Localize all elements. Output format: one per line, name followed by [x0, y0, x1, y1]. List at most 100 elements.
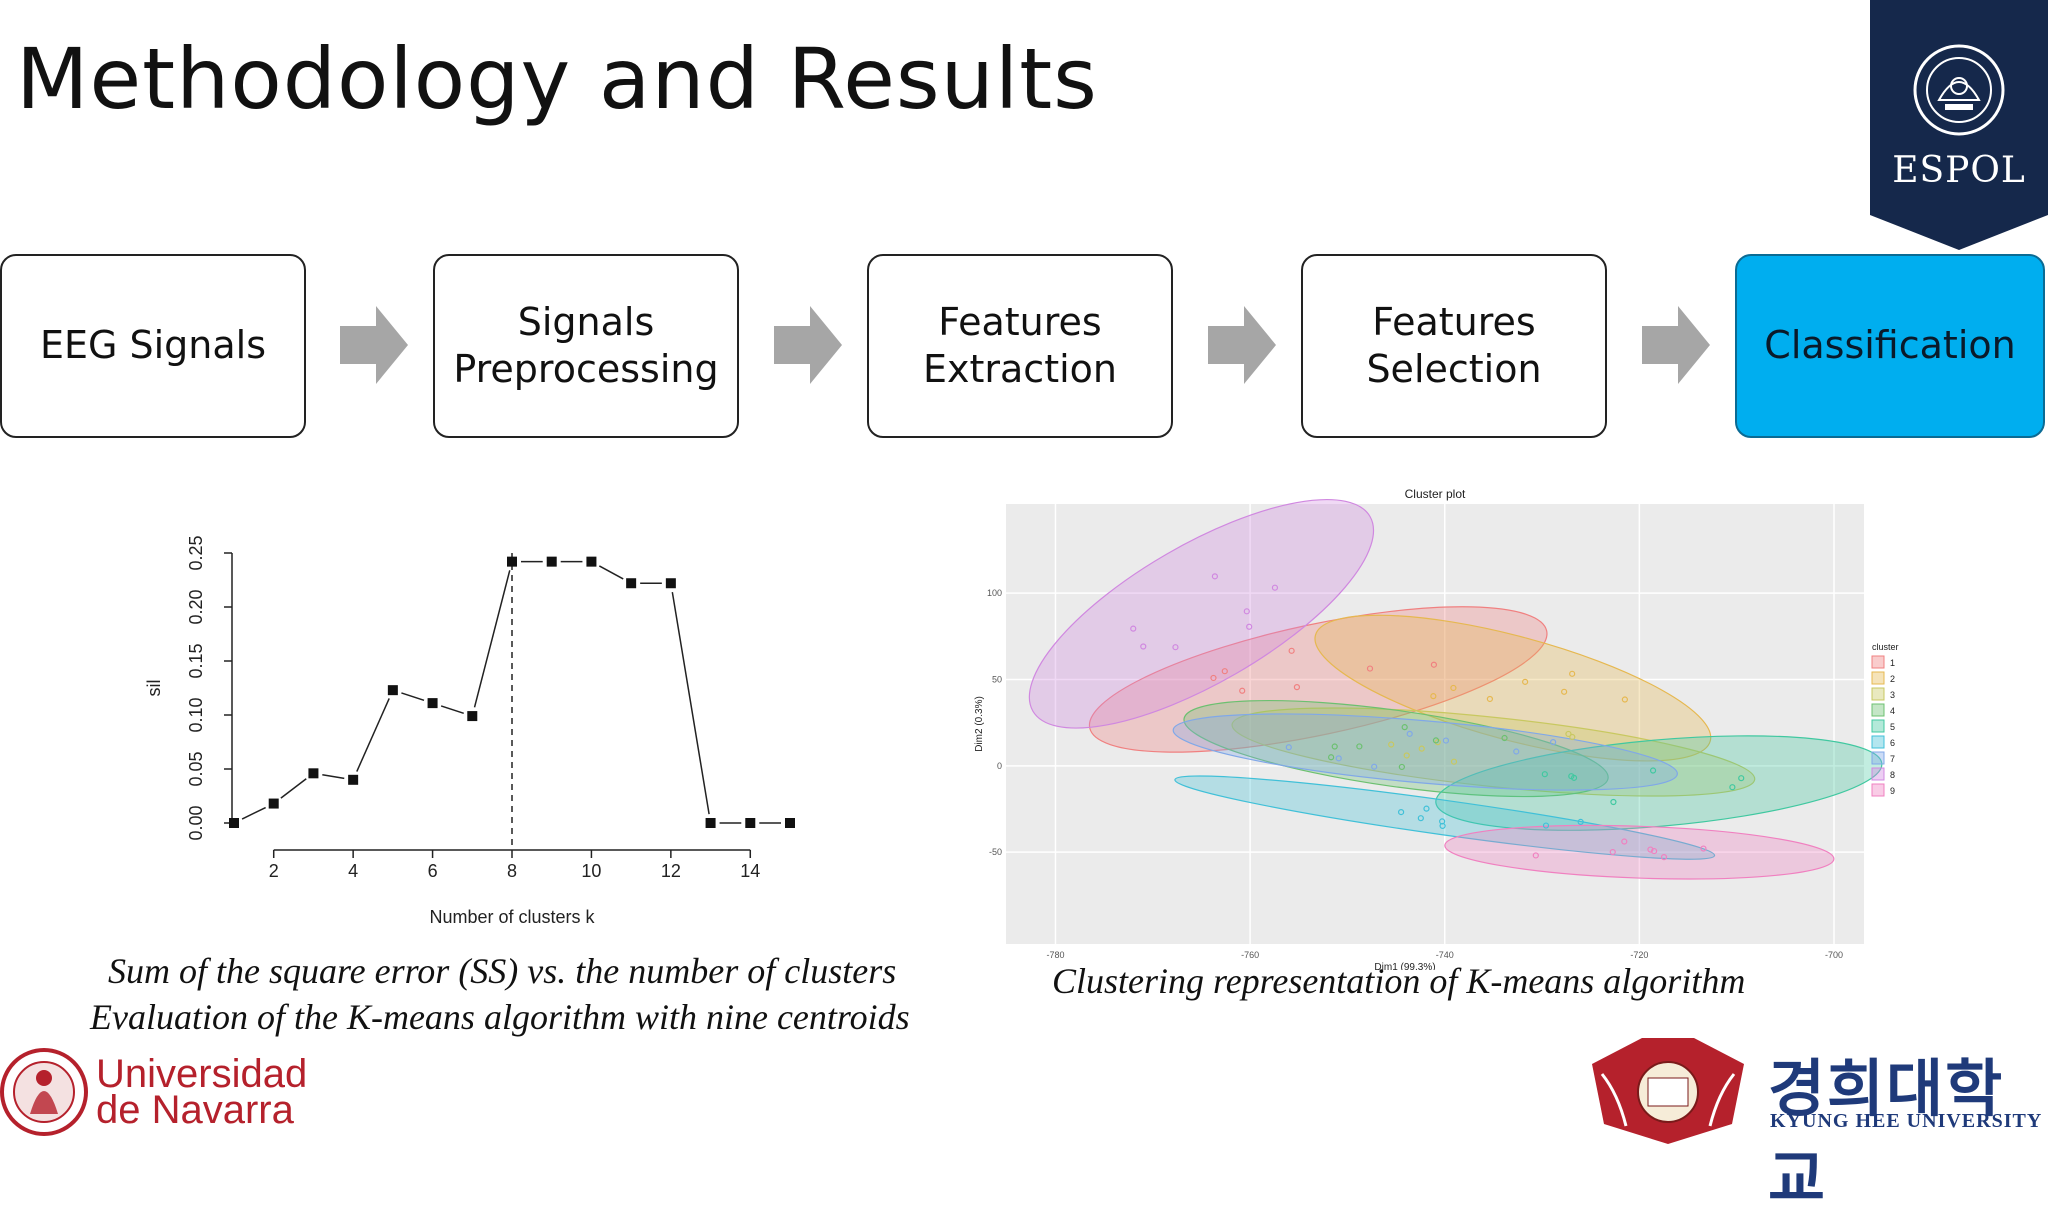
legend-label: 2 [1890, 674, 1895, 684]
cluster-point [1239, 687, 1246, 694]
cluster-ellipse [1314, 614, 1712, 762]
cluster-point [1406, 730, 1413, 737]
data-point [229, 818, 239, 828]
cluster-point [1211, 573, 1218, 580]
cluster-point [1647, 846, 1654, 853]
x-tick-label: 2 [269, 861, 279, 881]
cluster-point [1609, 848, 1616, 856]
data-point [626, 578, 637, 589]
cluster-point [1403, 752, 1410, 759]
data-point [268, 798, 279, 809]
cluster-point [1621, 838, 1628, 845]
legend-label: 6 [1890, 738, 1895, 748]
cluster-point [1660, 854, 1668, 861]
cluster-ellipse [1444, 824, 1835, 880]
data-point [427, 698, 438, 709]
data-point [546, 556, 557, 567]
step-signals-preprocessing: Signals Preprocessing [433, 254, 739, 438]
y-tick-label: 0.10 [186, 697, 206, 732]
y-tick-label: 0.00 [186, 805, 206, 840]
x-tick-label: -780 [1046, 950, 1064, 960]
legend-label: 3 [1890, 690, 1895, 700]
x-tick-label: 10 [581, 861, 601, 881]
series-segment [241, 806, 266, 820]
legend-swatch [1871, 735, 1885, 749]
x-tick-label: -760 [1241, 950, 1259, 960]
legend-swatch [1871, 671, 1885, 685]
cluster-point [1577, 818, 1584, 826]
cluster-ellipse [1028, 498, 1375, 729]
legend-swatch [1871, 783, 1885, 797]
cluster-point [1610, 798, 1617, 806]
cluster-point [1288, 647, 1295, 654]
y-axis-label: Dim2 (0.3%) [974, 696, 985, 752]
legend-swatch [1871, 703, 1885, 717]
y-tick-label: 50 [992, 674, 1002, 684]
legend-swatch [1871, 719, 1885, 733]
y-tick-label: 0 [997, 761, 1002, 771]
cluster-point [1570, 774, 1578, 781]
navarra-line2: de Navarra [96, 1088, 294, 1132]
legend-swatch [1871, 767, 1885, 781]
cluster-point [1243, 608, 1250, 615]
series-segment [671, 591, 710, 815]
series-segment [440, 705, 464, 715]
data-point [348, 774, 359, 785]
kyunghee-crest-icon [1592, 1038, 1744, 1144]
data-point [507, 556, 517, 567]
x-tick-label: 8 [507, 861, 517, 881]
legend-label: 9 [1890, 786, 1895, 796]
x-tick-label: 12 [661, 861, 681, 881]
cluster-point [1542, 822, 1550, 829]
cluster-point [1439, 822, 1446, 830]
x-tick-label: -740 [1436, 950, 1454, 960]
flow-arrow-icon [1208, 306, 1276, 384]
legend-swatch [1871, 655, 1885, 669]
cluster-point [1371, 763, 1378, 770]
cluster-point [1335, 755, 1342, 762]
cluster-point [1738, 775, 1745, 782]
cluster-point [1246, 623, 1253, 630]
chart-title: Cluster plot [1405, 487, 1466, 501]
step-eeg-signals: EEG Signals [0, 254, 306, 438]
x-tick-label: -720 [1630, 950, 1648, 960]
cluster-point [1221, 668, 1228, 675]
y-tick-label: 100 [987, 588, 1002, 598]
series-segment [598, 565, 624, 580]
x-axis-label: Number of clusters k [429, 907, 595, 927]
data-point [785, 818, 795, 828]
x-tick-label: 4 [348, 861, 358, 881]
cluster-point [1356, 743, 1363, 750]
step-features-selection: Features Selection [1301, 254, 1607, 438]
cluster-ellipse [1172, 713, 1678, 791]
cluster-point [1729, 784, 1736, 791]
flow-arrow-icon [340, 306, 408, 384]
legend-label: 5 [1890, 722, 1895, 732]
cluster-point [1293, 684, 1301, 691]
legend-title: cluster [1872, 642, 1899, 652]
y-axis-label: sil [144, 680, 164, 697]
series-segment [473, 570, 511, 708]
cluster-point [1550, 739, 1557, 746]
y-tick-label: -50 [989, 847, 1002, 857]
legend-label: 4 [1890, 706, 1895, 716]
data-point [665, 578, 676, 589]
data-point [387, 685, 398, 696]
cluster-point [1331, 743, 1338, 750]
data-point [467, 711, 478, 722]
cluster-point [1621, 696, 1628, 703]
data-point [745, 818, 756, 828]
data-point [705, 818, 716, 828]
data-point [308, 768, 319, 779]
cluster-point [1417, 815, 1424, 822]
cluster-ellipse [1183, 699, 1609, 798]
cluster-point [1140, 643, 1147, 650]
legend-swatch [1871, 751, 1885, 765]
cluster-point [1130, 625, 1137, 632]
left-caption-line2: Evaluation of the K-means algorithm with… [90, 997, 910, 1037]
kyunghee-english-name: KYUNG HEE UNIVERSITY [1770, 1110, 2043, 1132]
y-tick-label: 0.05 [186, 751, 206, 786]
cluster-point [1271, 584, 1279, 591]
cluster-point [1450, 758, 1458, 765]
